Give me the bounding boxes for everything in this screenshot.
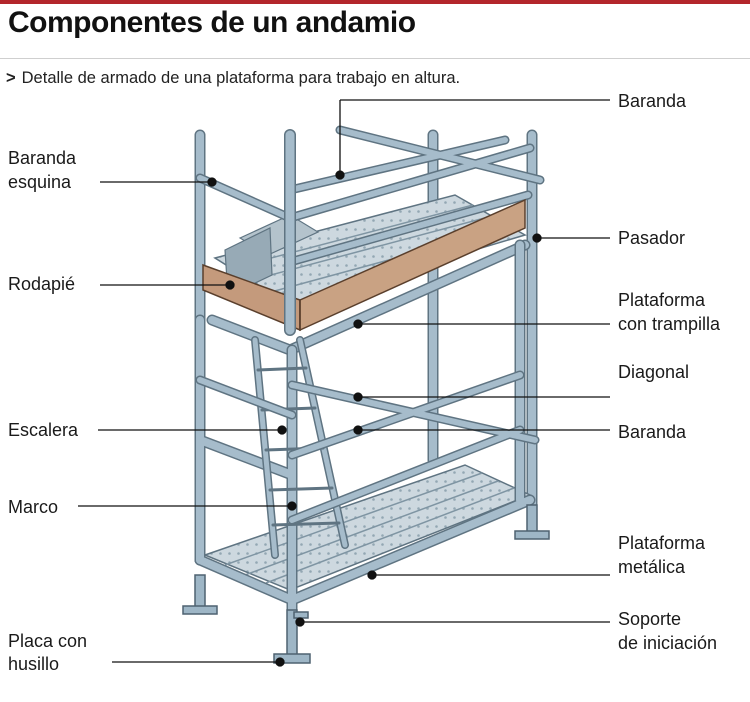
label-soporte-line1: Soporte xyxy=(618,609,682,629)
subtitle-chevron-icon: > xyxy=(6,69,16,87)
label-placa-line2: husillo xyxy=(8,654,60,674)
label-marco: Marco xyxy=(8,497,59,517)
label-plataforma-metalica-line1: Plataforma xyxy=(618,533,706,553)
label-pasador: Pasador xyxy=(618,228,686,248)
label-plataforma-trampilla-line1: Plataforma xyxy=(618,290,706,310)
lower-guardrails xyxy=(195,370,540,525)
label-baranda-top: Baranda xyxy=(618,91,687,111)
toeboard xyxy=(202,198,526,332)
label-escalera: Escalera xyxy=(8,420,79,440)
subtitle-text: Detalle de armado de una plataforma para… xyxy=(21,69,461,87)
page-title: Componentes de un andamio xyxy=(8,6,416,39)
subtitle: > Detalle de armado de una plataforma par… xyxy=(6,69,460,88)
base-jacks xyxy=(182,504,550,664)
lower-platform-deck xyxy=(202,464,532,591)
header-accent-bar xyxy=(0,0,750,4)
label-placa-line1: Placa con xyxy=(8,631,88,651)
label-soporte-line2: de iniciación xyxy=(618,633,718,653)
label-rodapie: Rodapié xyxy=(8,274,76,294)
label-plataforma-metalica-line2: metálica xyxy=(618,557,686,577)
title-divider xyxy=(0,58,750,59)
label-baranda-esquina-line2: esquina xyxy=(8,172,72,192)
label-baranda-esquina-line1: Baranda xyxy=(8,148,77,168)
label-baranda-mid: Baranda xyxy=(618,422,687,442)
lower-frames xyxy=(194,239,536,616)
label-plataforma-trampilla-line2: con trampilla xyxy=(618,314,721,334)
label-diagonal: Diagonal xyxy=(618,362,690,382)
leader-lines xyxy=(78,99,610,667)
